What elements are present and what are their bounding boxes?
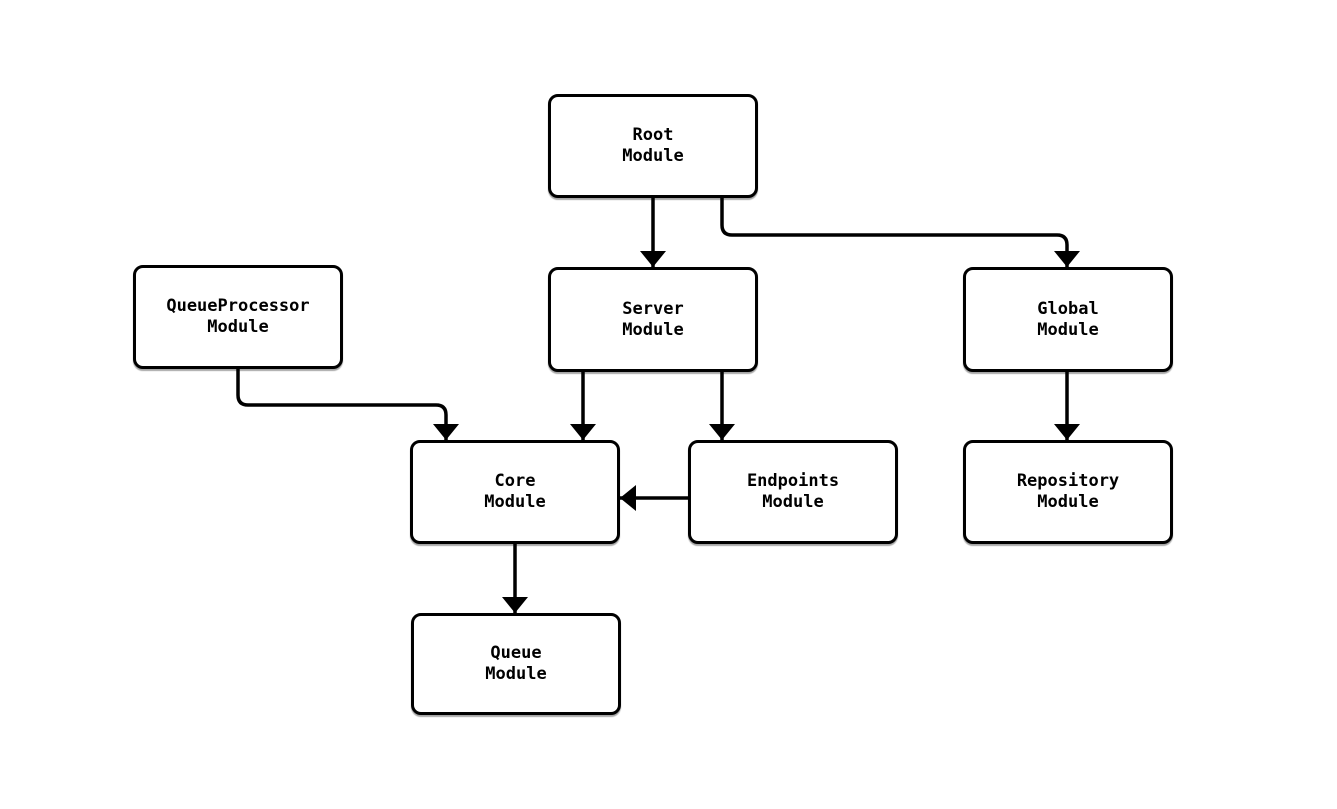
- node-server-module: Server Module: [548, 267, 758, 372]
- node-core-module: Core Module: [410, 440, 620, 544]
- node-label-line2: Module: [622, 146, 684, 166]
- node-label-line1: Endpoints: [746, 471, 840, 491]
- node-queueprocessor-module: QueueProcessor Module: [133, 265, 343, 369]
- node-repository-module: Repository Module: [963, 440, 1173, 544]
- node-label-line1: Server: [622, 298, 684, 319]
- node-global-module: Global Module: [963, 267, 1173, 372]
- node-label-line1: Queue: [490, 643, 542, 663]
- node-label-line1: QueueProcessor: [166, 296, 310, 316]
- node-label-line2: Module: [622, 319, 684, 340]
- node-label-line1: Global: [1037, 298, 1099, 319]
- edge-root-to-global: [720, 198, 1080, 267]
- node-label-line1: Root: [632, 125, 674, 145]
- node-label-line2: Module: [762, 492, 824, 512]
- node-label-line2: Module: [484, 492, 546, 512]
- node-label-line2: Module: [1037, 319, 1099, 340]
- node-label-line1: Core: [494, 471, 536, 491]
- node-queue-module: Queue Module: [411, 613, 621, 715]
- node-label-line1: Repository: [1016, 471, 1120, 491]
- node-label-line2: Module: [1037, 492, 1099, 512]
- node-root-module: Root Module: [548, 94, 758, 198]
- node-endpoints-module: Endpoints Module: [688, 440, 898, 544]
- node-label-line2: Module: [207, 317, 269, 337]
- edge-queueprocessor-to-core: [236, 368, 459, 440]
- node-label-line2: Module: [485, 664, 547, 684]
